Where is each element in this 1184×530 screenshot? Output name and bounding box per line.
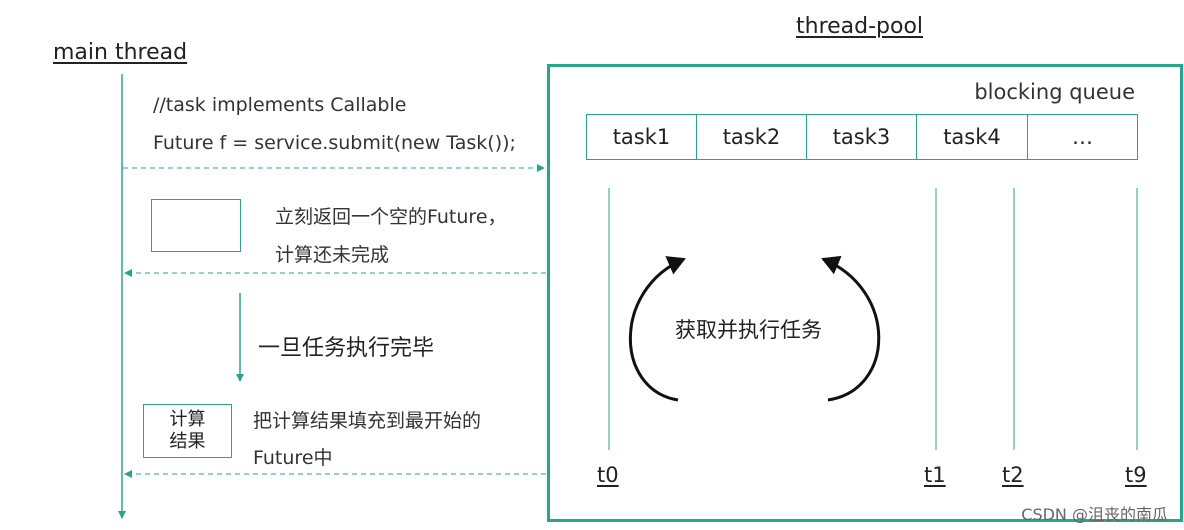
fill-note-line1: 把计算结果填充到最开始的 <box>253 410 482 432</box>
result-box-line2: 结果 <box>169 431 206 452</box>
result-box-line1: 计算 <box>169 409 206 430</box>
code-line-comment: //task implements Callable <box>153 94 407 116</box>
return-note-line2: 计算还未完成 <box>275 244 390 266</box>
thread-pool-title: thread-pool <box>796 14 924 39</box>
thread-label-t9: t9 <box>1125 463 1147 487</box>
code-line-submit: Future f = service.submit(new Task()); <box>153 132 516 154</box>
thread-label-t1: t1 <box>924 463 946 487</box>
thread-pool-frame <box>547 64 1183 522</box>
csdn-watermark: CSDN @沮丧的南瓜 <box>1021 505 1168 524</box>
queue-item-task1: task1 <box>586 114 697 160</box>
fill-note-line2: Future中 <box>253 447 333 469</box>
return-note-line1: 立刻返回一个空的Future， <box>275 206 507 228</box>
queue-item-task3: task3 <box>807 114 917 160</box>
thread-label-t0: t0 <box>597 463 619 487</box>
done-label: 一旦任务执行完毕 <box>258 336 435 361</box>
main-thread-title: main thread <box>53 40 188 65</box>
loop-arrow-left <box>628 256 686 402</box>
result-box: 计算 结果 <box>143 404 232 458</box>
queue-item-ellipsis: … <box>1028 114 1138 160</box>
blocking-queue-label: blocking queue <box>974 80 1135 104</box>
queue-item-task4: task4 <box>917 114 1028 160</box>
thread-label-t2: t2 <box>1002 463 1024 487</box>
loop-arrow-right <box>821 255 881 402</box>
queue-item-task2: task2 <box>697 114 807 160</box>
loop-label: 获取并执行任务 <box>675 318 822 342</box>
empty-future-box <box>151 199 241 252</box>
